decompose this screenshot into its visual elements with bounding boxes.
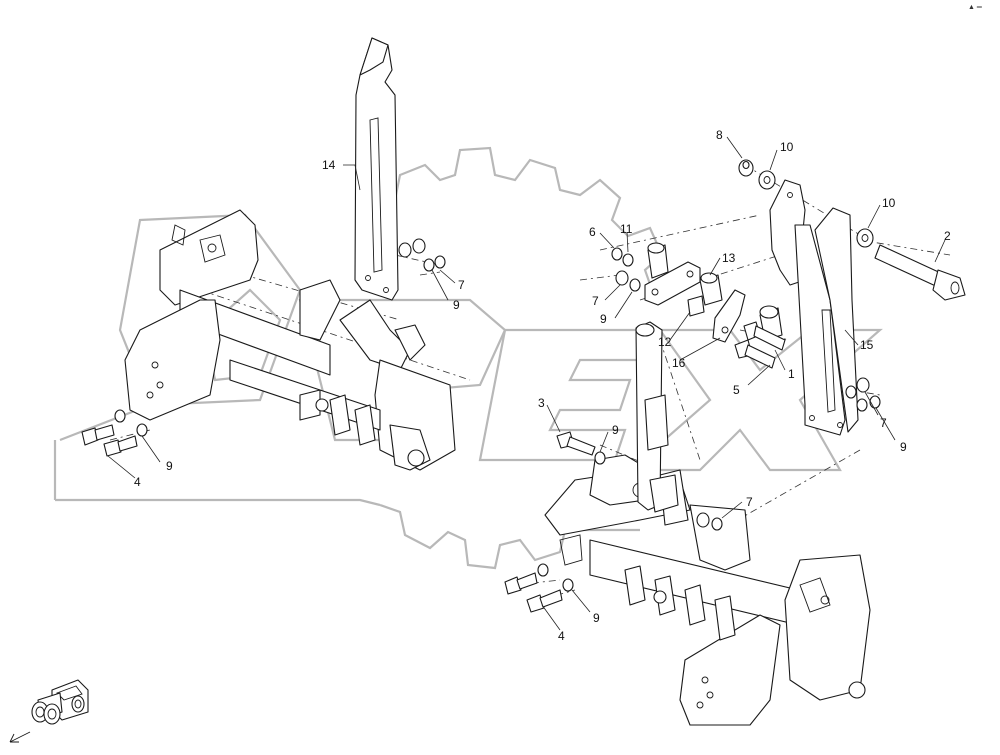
callout-5: 5 [733, 383, 740, 397]
callout-7: 7 [880, 416, 887, 430]
callout-13: 13 [722, 251, 736, 265]
leader-lines [107, 136, 946, 631]
bolts-5-and-1 [734, 321, 786, 369]
callout-9: 9 [166, 459, 173, 473]
callout-14: 14 [322, 158, 336, 172]
left-upper-fasteners [398, 238, 446, 272]
callout-8: 8 [716, 128, 723, 142]
left-frame-assembly [124, 209, 456, 471]
middle-fasteners [611, 247, 641, 292]
part-2-long-bolt [874, 244, 966, 301]
left-bolts-4 [81, 409, 148, 457]
central-post [635, 321, 679, 513]
callout-9: 9 [453, 298, 460, 312]
callout-9: 9 [600, 312, 607, 326]
callout-7: 7 [592, 294, 599, 308]
callout-2: 2 [944, 229, 951, 243]
callout-15: 15 [860, 338, 874, 352]
callout-4: 4 [558, 629, 565, 643]
corner-mark: ▲ ═ [968, 4, 982, 11]
part-3-bolt [556, 431, 606, 465]
tractor-orientation-icon [9, 679, 89, 743]
callout-7: 7 [746, 495, 753, 509]
part-14-lever-arm [354, 37, 399, 301]
callout-11: 11 [620, 222, 633, 236]
callout-10: 10 [780, 140, 794, 154]
right-frame-assembly [544, 454, 871, 726]
callout-9: 9 [900, 440, 907, 454]
watermark-gear [374, 146, 664, 570]
callout-9: 9 [612, 423, 619, 437]
callout-10: 10 [882, 196, 896, 210]
spacers-8-10 [738, 159, 874, 248]
callout-4: 4 [134, 475, 141, 489]
right-lower-bolts-4 [504, 512, 723, 613]
callout-7: 7 [458, 278, 465, 292]
right-lower-fasteners [845, 377, 881, 412]
callout-12: 12 [658, 335, 672, 349]
callout-6: 6 [589, 225, 596, 239]
callout-3: 3 [538, 396, 545, 410]
part-15-lever-plates [769, 179, 859, 436]
callout-16: 16 [672, 356, 686, 370]
callout-labels: 14 7 9 4 9 8 10 10 2 6 11 13 7 9 12 16 5… [134, 4, 982, 643]
callout-9: 9 [593, 611, 600, 625]
callout-1: 1 [788, 367, 795, 381]
